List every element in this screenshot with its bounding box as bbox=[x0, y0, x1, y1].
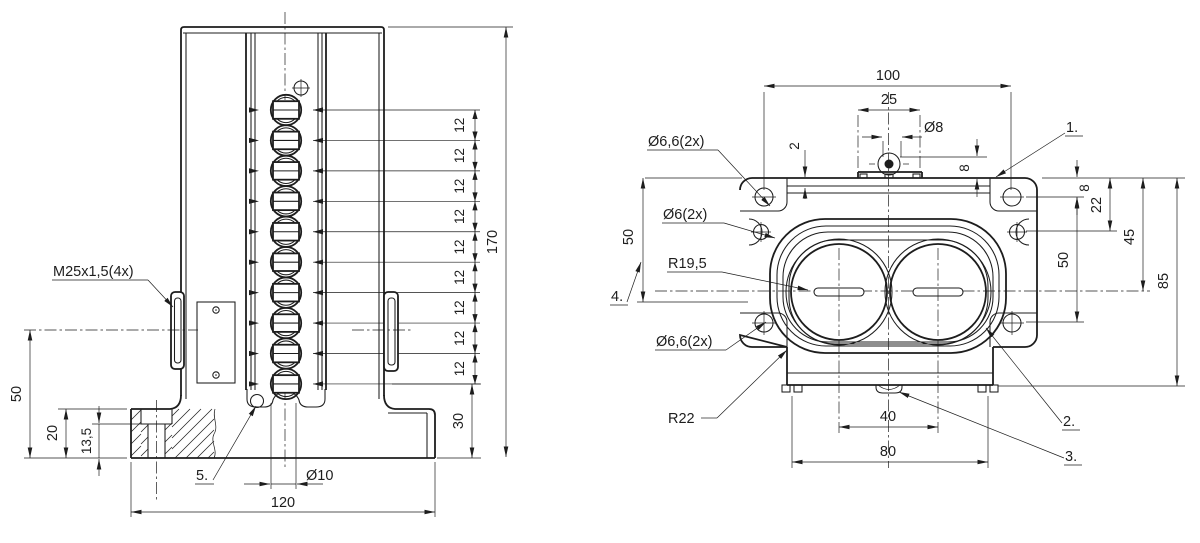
cover-plate-and-screw bbox=[857, 152, 923, 179]
note-4: 4. bbox=[611, 289, 623, 305]
dim-total-height: 170 bbox=[485, 230, 501, 254]
dim-counterbore-depth: 13,5 bbox=[79, 428, 94, 454]
dim-45: 45 bbox=[1122, 229, 1138, 245]
label-plate bbox=[196, 301, 236, 384]
dim-gland-height: 50 bbox=[9, 386, 25, 402]
dim-pitch-12: 12 bbox=[452, 239, 467, 254]
dim-85: 85 bbox=[1156, 273, 1172, 289]
terminal-symbol bbox=[269, 367, 303, 401]
dim-22: 22 bbox=[1089, 197, 1105, 213]
terminal-symbol bbox=[269, 185, 303, 218]
dim-pitch-12: 12 bbox=[452, 179, 467, 194]
terminal-column-outline bbox=[131, 26, 429, 410]
terminal-symbol bbox=[269, 124, 303, 157]
label-corner-holes-bottom: Ø6,6(2x) bbox=[656, 334, 712, 350]
top-marker-hole bbox=[292, 79, 310, 97]
dim-80: 80 bbox=[880, 444, 896, 460]
dim-holes-span-50: 50 bbox=[1056, 252, 1072, 268]
terminal-symbol bbox=[269, 154, 303, 187]
dim-base-width: 120 bbox=[271, 495, 295, 511]
terminal-symbol bbox=[269, 306, 303, 340]
note-3: 3. bbox=[1065, 449, 1077, 465]
label-corner-radius: R22 bbox=[668, 411, 695, 427]
label-side-holes: Ø6(2x) bbox=[663, 207, 707, 223]
dim-boss-height-8: 8 bbox=[957, 164, 972, 172]
dim-pitch-12: 12 bbox=[452, 331, 467, 346]
base-plate bbox=[130, 400, 436, 502]
pitch-dimension-chain: 12 12 12 12 12 12 12 12 12 bbox=[452, 110, 478, 384]
dim-pitch-12: 12 bbox=[452, 118, 467, 133]
oval-boss-rings bbox=[769, 218, 1007, 354]
terminal-symbol bbox=[269, 246, 303, 279]
dim-pitch-12: 12 bbox=[452, 270, 467, 285]
terminal-symbol bbox=[269, 276, 303, 309]
note-2: 2. bbox=[1063, 414, 1075, 430]
left-view-dimensions: 170 30 120 50 20 13,5 bbox=[9, 26, 513, 517]
cable-gland-left bbox=[170, 291, 185, 370]
right-view-notes: Ø6,6(2x) Ø6(2x) R19,5 Ø6,6(2x) R22 1. 2.… bbox=[610, 120, 1083, 466]
dim-base-to-last-terminal: 30 bbox=[451, 413, 467, 429]
terminal-symbol bbox=[269, 337, 303, 370]
note-5: 5. bbox=[196, 468, 208, 484]
dim-cover-25: 25 bbox=[881, 92, 897, 108]
terminal-symbol bbox=[269, 93, 303, 127]
terminal-stack bbox=[249, 93, 480, 401]
dim-screw-dia: Ø8 bbox=[924, 120, 943, 136]
flange-outline bbox=[739, 177, 1038, 394]
label-corner-holes-top: Ø6,6(2x) bbox=[648, 134, 704, 150]
cable-gland-right bbox=[352, 291, 412, 372]
dim-step-2: 2 bbox=[787, 142, 802, 150]
thread-label: M25x1,5(4x) bbox=[53, 264, 134, 280]
dim-width-100: 100 bbox=[876, 68, 900, 84]
dim-left-50: 50 bbox=[621, 229, 637, 245]
left-view-notes: M25x1,5(4x) 5. bbox=[52, 264, 257, 485]
section-hatching bbox=[130, 408, 215, 459]
dim-pitch-12: 12 bbox=[452, 361, 467, 376]
note-1: 1. bbox=[1066, 120, 1078, 136]
label-bore-radius: R19,5 bbox=[668, 256, 707, 272]
left-view-front-elevation: 12 12 12 12 12 12 12 12 12 bbox=[9, 12, 513, 517]
right-view-dimensions: 100 25 Ø8 2 8 bbox=[621, 68, 1185, 468]
right-view-top-view: 100 25 Ø8 2 8 bbox=[610, 68, 1185, 468]
dim-pitch-12: 12 bbox=[452, 209, 467, 224]
dim-40: 40 bbox=[880, 409, 896, 425]
dim-center-hole: Ø10 bbox=[306, 468, 333, 484]
terminal-symbol bbox=[269, 215, 303, 248]
dim-hole-offset-8: 8 bbox=[1077, 184, 1092, 192]
dim-pitch-12: 12 bbox=[452, 148, 467, 163]
dim-pitch-12: 12 bbox=[452, 300, 467, 315]
dim-base-thickness: 20 bbox=[45, 425, 61, 441]
note5-target-hole bbox=[249, 393, 265, 409]
